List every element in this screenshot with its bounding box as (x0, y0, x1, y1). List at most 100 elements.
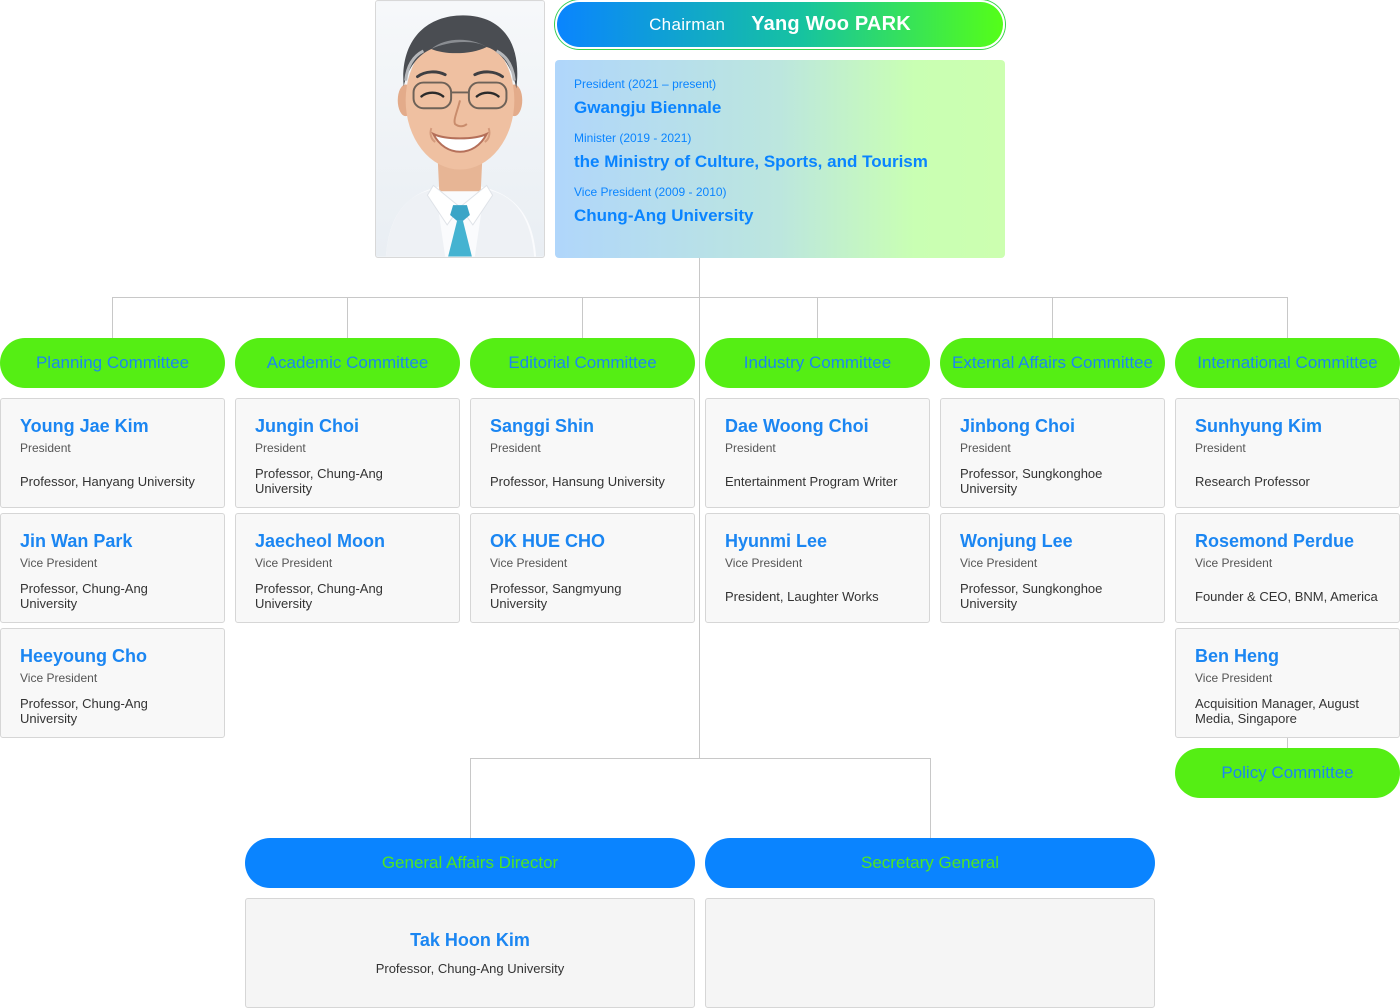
member-name: Jungin Choi (255, 416, 359, 436)
chairman-career-box: President (2021 – present) Gwangju Bienn… (555, 60, 1005, 258)
connector-drop-academic (347, 297, 348, 338)
committee-industry: Industry Committee (705, 338, 930, 388)
member-affiliation: Professor, Chung-Ang University (255, 466, 383, 496)
member-name: Young Jae Kim (20, 416, 149, 436)
member-title: Vice President (960, 556, 1038, 570)
member-name: Jinbong Choi (960, 416, 1075, 436)
member-card: Rosemond Perdue Vice President Founder &… (1175, 513, 1400, 623)
connector-drop-external (1052, 297, 1053, 338)
member-card: Dae Woong Choi President Entertainment P… (705, 398, 930, 508)
member-card: Ben Heng Vice President Acquisition Mana… (1175, 628, 1400, 738)
committee-label: Policy Committee (1221, 763, 1354, 782)
chairman-name: Yang Woo PARK (751, 13, 911, 35)
connector-policy (1287, 737, 1288, 748)
member-name: Jin Wan Park (20, 531, 133, 551)
member-title: President (1195, 441, 1246, 455)
member-affiliation: Professor, Chung-Ang University (255, 581, 383, 611)
secretary-general-header: Secretary General (705, 838, 1155, 888)
member-affiliation: Professor, Sungkonghoe University (960, 581, 1103, 611)
member-affiliation: Research Professor (1195, 473, 1310, 489)
member-title: President (960, 441, 1011, 455)
member-name: Jaecheol Moon (255, 531, 386, 551)
member-name: Wonjung Lee (960, 531, 1073, 551)
member-card: Jaecheol Moon Vice President Professor, … (235, 513, 460, 623)
member-affiliation: Professor, Chung-Ang University (20, 581, 148, 611)
member-card: Sanggi Shin President Professor, Hansung… (470, 398, 695, 508)
member-affiliation: Professor, Sungkonghoe University (960, 466, 1103, 496)
connector-drop-industry (817, 297, 818, 338)
committee-label: Industry Committee (743, 353, 892, 372)
member-name: OK HUE CHO (490, 531, 606, 551)
general-affairs-director-card: Tak Hoon Kim Professor, Chung-Ang Univer… (245, 898, 695, 1008)
career-item: Minister (2019 - 2021) the Ministry of C… (574, 131, 986, 174)
member-title: President (490, 441, 541, 455)
committee-label: External Affairs Committee (952, 353, 1153, 372)
secretary-general-card (705, 898, 1155, 1008)
committee-policy: Policy Committee (1175, 748, 1400, 798)
member-card: OK HUE CHO Vice President Professor, San… (470, 513, 695, 623)
connector-director-bar (470, 758, 931, 759)
member-title: President (20, 441, 71, 455)
committee-international: International Committee (1175, 338, 1400, 388)
director-label: General Affairs Director (381, 853, 559, 872)
committee-planning: Planning Committee (0, 338, 225, 388)
career-role: Vice President (2009 - 2010) (574, 185, 727, 199)
member-title: Vice President (1195, 671, 1273, 685)
director-affiliation: Professor, Chung-Ang University (375, 961, 565, 976)
committee-label: International Committee (1197, 353, 1378, 372)
chairman-role-label: Chairman (649, 14, 726, 34)
general-affairs-director-header: General Affairs Director (245, 838, 695, 888)
member-card: Young Jae Kim President Professor, Hanya… (0, 398, 225, 508)
member-title: Vice President (490, 556, 568, 570)
member-card: Jinbong Choi President Professor, Sungko… (940, 398, 1165, 508)
connector-drop-international (1287, 297, 1288, 338)
career-item: President (2021 – present) Gwangju Bienn… (574, 77, 986, 120)
committee-external-affairs: External Affairs Committee (940, 338, 1165, 388)
committee-label: Planning Committee (35, 353, 190, 372)
career-organization: Gwangju Biennale (574, 98, 722, 117)
member-affiliation: Professor, Hansung University (490, 473, 665, 489)
director-label: Secretary General (861, 853, 999, 872)
career-role: Minister (2019 - 2021) (574, 131, 692, 145)
member-affiliation: Entertainment Program Writer (725, 473, 898, 489)
member-title: Vice President (20, 671, 98, 685)
member-affiliation: Acquisition Manager, August Media, Singa… (1195, 696, 1360, 726)
member-card: Jungin Choi President Professor, Chung-A… (235, 398, 460, 508)
member-affiliation: Professor, Chung-Ang University (20, 696, 148, 726)
chairman-photo (375, 0, 545, 258)
committee-label: Academic Committee (266, 353, 429, 372)
member-name: Sanggi Shin (490, 416, 595, 436)
member-title: President (255, 441, 306, 455)
committee-label: Editorial Committee (508, 353, 657, 372)
member-name: Dae Woong Choi (725, 416, 869, 436)
member-title: Vice President (20, 556, 98, 570)
member-affiliation: President, Laughter Works (725, 588, 879, 604)
member-card: Sunhyung Kim President Research Professo… (1175, 398, 1400, 508)
member-card: Wonjung Lee Vice President Professor, Su… (940, 513, 1165, 623)
member-card: Heeyoung Cho Vice President Professor, C… (0, 628, 225, 738)
member-affiliation: Founder & CEO, BNM, America (1195, 588, 1378, 604)
member-name: Sunhyung Kim (1195, 416, 1322, 436)
committee-academic: Academic Committee (235, 338, 460, 388)
connector-trunk-top (699, 258, 700, 298)
member-affiliation: Professor, Sangmyung University (490, 581, 622, 611)
connector-drop-editorial (582, 297, 583, 338)
member-name: Rosemond Perdue (1195, 531, 1355, 551)
career-role: President (2021 – present) (574, 77, 717, 91)
chairman-header: Chairman Yang Woo PARK (555, 0, 1005, 49)
member-card: Hyunmi Lee Vice President President, Lau… (705, 513, 930, 623)
career-organization: Chung-Ang University (574, 206, 754, 225)
career-item: Vice President (2009 - 2010) Chung-Ang U… (574, 185, 986, 228)
member-title: President (725, 441, 776, 455)
career-organization: the Ministry of Culture, Sports, and Tou… (574, 152, 928, 171)
member-name: Heeyoung Cho (20, 646, 148, 666)
connector-drop-secretary (930, 758, 931, 838)
committee-editorial: Editorial Committee (470, 338, 695, 388)
connector-trunk-main (699, 297, 700, 758)
connector-drop-general-affairs (470, 758, 471, 838)
member-title: Vice President (1195, 556, 1273, 570)
connector-drop-planning (112, 297, 113, 338)
member-affiliation: Professor, Hanyang University (20, 473, 195, 489)
director-name: Tak Hoon Kim (410, 930, 530, 950)
connector-committee-bar (112, 297, 1288, 298)
